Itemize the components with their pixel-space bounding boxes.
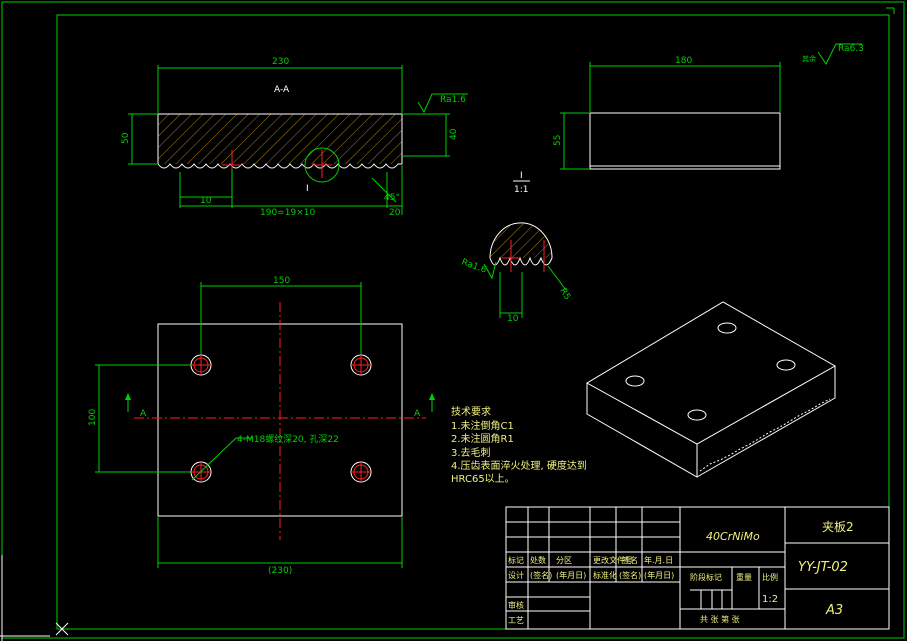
chamfer-leader bbox=[371, 177, 397, 203]
hole-top-left bbox=[190, 354, 212, 376]
svg-text:共 张 第 张: 共 张 第 张 bbox=[700, 614, 740, 624]
svg-text:更改文件号: 更改文件号 bbox=[593, 555, 633, 565]
svg-text:重量: 重量 bbox=[736, 572, 752, 582]
hole-note: 4-M18螺纹深20, 孔深22 bbox=[237, 433, 339, 445]
detail-title-top: I bbox=[520, 171, 523, 181]
tb-sheet-size: A3 bbox=[825, 603, 843, 618]
svg-text:(签名): (签名) bbox=[619, 570, 641, 580]
detail-callout-circle bbox=[304, 147, 340, 183]
roughness-symbol: Ra1.6 bbox=[417, 93, 468, 114]
dim-100: 100 bbox=[88, 409, 98, 426]
section-outline bbox=[157, 113, 403, 164]
section-mark-right: A bbox=[414, 393, 435, 419]
isometric-view bbox=[585, 301, 837, 478]
dim-r5: R5 bbox=[557, 287, 572, 302]
dim-50: 50 bbox=[121, 132, 131, 144]
svg-text:设计: 设计 bbox=[508, 570, 524, 580]
inner-frame bbox=[56, 14, 890, 630]
dim-190: 190=19×10 bbox=[260, 208, 315, 218]
svg-text:(年月日): (年月日) bbox=[644, 570, 674, 580]
side-view: 180 55 bbox=[553, 56, 781, 170]
side-outline bbox=[589, 112, 781, 170]
ucs-icon bbox=[0, 555, 69, 641]
svg-text:4.压齿表面淬火处理, 硬度达到: 4.压齿表面淬火处理, 硬度达到 bbox=[451, 459, 587, 472]
detail-view-i: I 1:1 10 R5 Ra1.6 bbox=[460, 171, 572, 324]
hole-bottom-right bbox=[350, 461, 372, 483]
svg-text:标准化: 标准化 bbox=[593, 570, 617, 580]
plan-view: 150 100 (230) A A 4-M18螺纹深20, 孔深22 bbox=[88, 276, 435, 576]
svg-text:分区: 分区 bbox=[556, 556, 572, 565]
svg-text:阶段标记: 阶段标记 bbox=[690, 572, 722, 582]
svg-text:处数: 处数 bbox=[530, 555, 546, 565]
dim-detail-10: 10 bbox=[507, 314, 519, 324]
hole-note-leader bbox=[191, 437, 237, 481]
dim-plan-230: (230) bbox=[268, 566, 292, 576]
section-hatch bbox=[158, 114, 402, 164]
dim-40: 40 bbox=[449, 128, 459, 140]
dim-55: 55 bbox=[553, 135, 563, 146]
svg-text:2.未注圆角R1: 2.未注圆角R1 bbox=[451, 432, 514, 445]
tb-part-name: 夹板2 bbox=[822, 520, 854, 534]
dim-20: 20 bbox=[389, 208, 401, 218]
svg-text:审核: 审核 bbox=[508, 600, 524, 610]
tb-material: 40CrNiMo bbox=[706, 530, 760, 543]
detail-hatch bbox=[490, 222, 552, 258]
dim-230: 230 bbox=[272, 57, 289, 67]
tech-requirements: 技术要求 1.未注倒角C1 2.未注圆角R1 3.去毛刺 4.压齿表面淬火处理,… bbox=[451, 405, 587, 485]
svg-text:(签名): (签名) bbox=[530, 570, 552, 580]
detail-title-scale: 1:1 bbox=[514, 185, 528, 195]
svg-text:技术要求: 技术要求 bbox=[451, 405, 491, 418]
dim-10: 10 bbox=[200, 196, 212, 206]
svg-text:3.去毛刺: 3.去毛刺 bbox=[451, 447, 491, 459]
svg-text:标记: 标记 bbox=[508, 555, 524, 565]
title-block: 40CrNiMo 夹板2 YY-JT-02 A3 1:2 标记 处数 分区 更改… bbox=[505, 506, 890, 630]
svg-text:年.月.日: 年.月.日 bbox=[644, 555, 673, 565]
svg-text:工艺: 工艺 bbox=[508, 616, 524, 625]
dim-150: 150 bbox=[273, 276, 290, 286]
dim-45: 45° bbox=[384, 193, 400, 203]
section-teeth bbox=[157, 163, 402, 169]
svg-text:其余: 其余 bbox=[802, 54, 816, 63]
section-view-a-a: I 230 A-A 50 40 Ra1.6 10 190 bbox=[121, 57, 468, 218]
svg-text:(年月日): (年月日) bbox=[556, 570, 586, 580]
hole-top-right bbox=[350, 354, 372, 376]
svg-text:Ra1.6: Ra1.6 bbox=[440, 95, 466, 105]
svg-text:1.未注倒角C1: 1.未注倒角C1 bbox=[451, 419, 514, 432]
dim-180: 180 bbox=[675, 56, 692, 66]
section-title: A-A bbox=[274, 85, 290, 95]
tb-drawing-no: YY-JT-02 bbox=[798, 560, 848, 575]
general-roughness: 其余 Ra6.3 bbox=[802, 43, 864, 65]
detail-callout-label: I bbox=[306, 184, 309, 194]
section-mark-left: A bbox=[125, 393, 147, 419]
svg-text:A: A bbox=[140, 409, 147, 419]
radius-leader bbox=[547, 265, 567, 291]
svg-text:Ra6.3: Ra6.3 bbox=[838, 44, 864, 54]
svg-text:HRC65以上。: HRC65以上。 bbox=[451, 473, 515, 485]
svg-text:比例: 比例 bbox=[762, 572, 778, 582]
tb-scale: 1:2 bbox=[762, 594, 778, 605]
svg-text:签名: 签名 bbox=[622, 555, 638, 565]
svg-text:Ra1.6: Ra1.6 bbox=[460, 257, 488, 275]
detail-teeth bbox=[489, 256, 553, 266]
svg-text:A: A bbox=[414, 409, 421, 419]
